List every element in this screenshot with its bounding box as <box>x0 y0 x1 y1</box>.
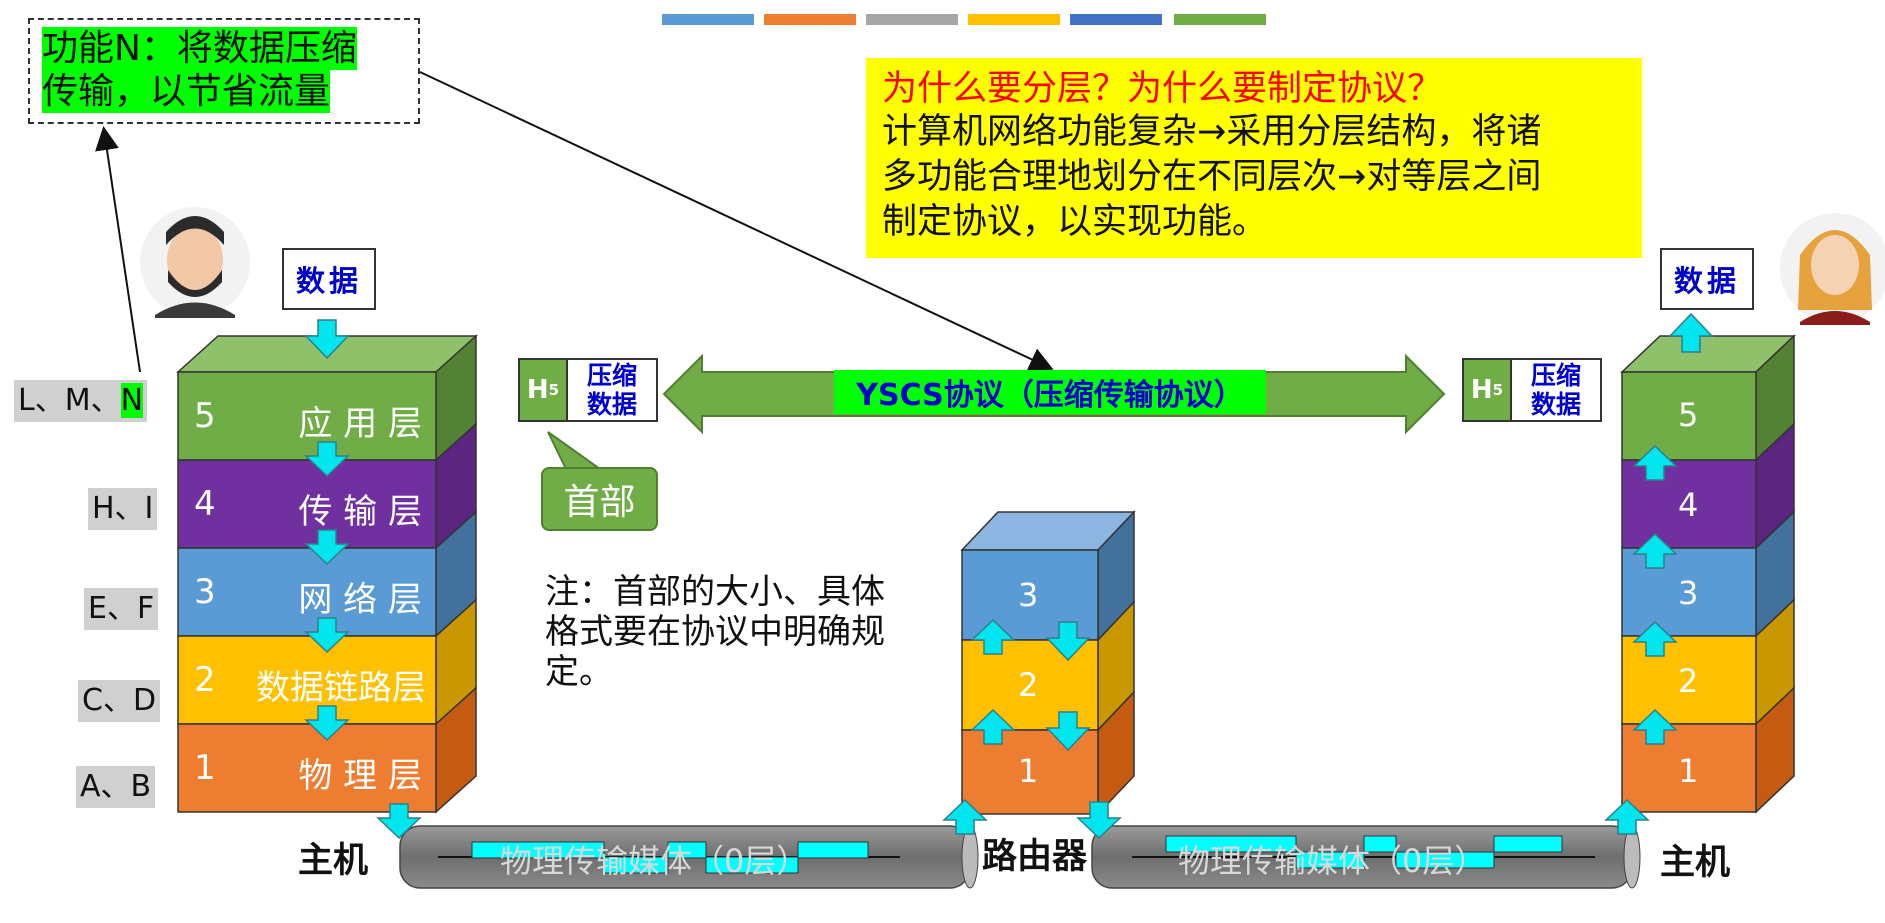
router-layer-3: 3 <box>1018 576 1039 614</box>
header-spec-note: 注：首部的大小、具体格式要在协议中明确规定。 <box>545 572 885 692</box>
layer-name: 传 输 层 <box>298 492 422 532</box>
right-layer-2: 2 <box>1678 662 1699 700</box>
layer-number: 2 <box>194 660 216 700</box>
layer-name: 数据链路层 <box>256 668 426 708</box>
label-lmn: L、M、N <box>14 380 148 422</box>
color-bar-2 <box>764 14 856 25</box>
compressed-data: 压缩数据 <box>568 360 656 420</box>
left-layer-1: 1 物 理 层 <box>178 724 436 812</box>
signal-pulses <box>471 835 1563 874</box>
left-layer-3: 3 网 络 层 <box>178 548 436 636</box>
callout-tail <box>547 431 604 470</box>
layer-number: 1 <box>194 748 216 788</box>
layer-name: 网 络 层 <box>298 580 422 620</box>
right-layer-1: 1 <box>1678 752 1699 790</box>
host-right-label: 主机 <box>1660 843 1731 883</box>
label-ef: E、F <box>84 588 159 630</box>
function-n-note: 功能N：将数据压缩 传输，以节省流量 <box>28 18 420 124</box>
color-bar-3 <box>866 14 958 25</box>
man-avatar <box>140 207 250 318</box>
woman-avatar <box>1780 213 1885 325</box>
why-answer-line2: 多功能合理地划分在不同层次→对等层之间 <box>882 157 1542 197</box>
why-answer-line3: 制定协议，以实现功能。 <box>882 202 1268 242</box>
function-n-line2: 传输，以节省流量 <box>42 70 331 113</box>
medium-label-left: 物理传输媒体（0层） <box>500 842 809 880</box>
label-cd: C、D <box>78 680 161 722</box>
data-box-right: 数据 <box>1660 248 1754 310</box>
why-layering-box: 为什么要分层？为什么要制定协议？ 计算机网络功能复杂→采用分层结构，将诸 多功能… <box>866 58 1642 258</box>
connector-n-to-note <box>95 126 141 373</box>
right-layer-4: 4 <box>1678 486 1699 524</box>
right-layer-3: 3 <box>1678 574 1699 612</box>
layer-number: 5 <box>194 396 216 436</box>
router-layer-2: 2 <box>1018 666 1039 704</box>
left-host-stack <box>176 334 478 814</box>
connector-note-to-protocol <box>419 71 1054 371</box>
label-ab: A、B <box>76 766 156 808</box>
label-n-highlight: N <box>120 383 144 418</box>
host-left-label: 主机 <box>298 841 369 881</box>
data-box-left: 数据 <box>282 248 376 310</box>
layer-name: 应 用 层 <box>298 404 422 444</box>
color-bar-1 <box>662 14 754 25</box>
layer-number: 3 <box>194 572 216 612</box>
color-bar-5 <box>1070 14 1162 25</box>
why-question: 为什么要分层？为什么要制定协议？ <box>882 69 1443 109</box>
right-layer-5: 5 <box>1678 396 1699 434</box>
color-bar-4 <box>968 14 1060 25</box>
router-stack <box>960 510 1136 816</box>
flow-arrows <box>304 312 1714 840</box>
color-bar-6 <box>1174 14 1266 25</box>
why-answer-line1: 计算机网络功能复杂→采用分层结构，将诸 <box>882 112 1542 152</box>
label-hi: H、I <box>88 488 158 530</box>
layer-name: 物 理 层 <box>298 756 422 796</box>
protocol-label: YSCS协议（压缩传输协议） <box>834 370 1266 414</box>
medium-label-right: 物理传输媒体（0层） <box>1178 842 1487 880</box>
function-n-line1: 功能N：将数据压缩 <box>42 27 357 70</box>
compressed-data: 压缩数据 <box>1512 360 1600 420</box>
header-callout: 首部 <box>541 467 658 531</box>
right-host-stack <box>1620 334 1796 814</box>
layer-number: 4 <box>194 484 216 524</box>
left-layer-4: 4 传 输 层 <box>178 460 436 548</box>
router-layer-1: 1 <box>1018 752 1039 790</box>
left-layer-5: 5 应 用 层 <box>178 372 436 460</box>
left-layer-2: 2 数据链路层 <box>178 636 436 724</box>
router-label: 路由器 <box>982 837 1088 877</box>
